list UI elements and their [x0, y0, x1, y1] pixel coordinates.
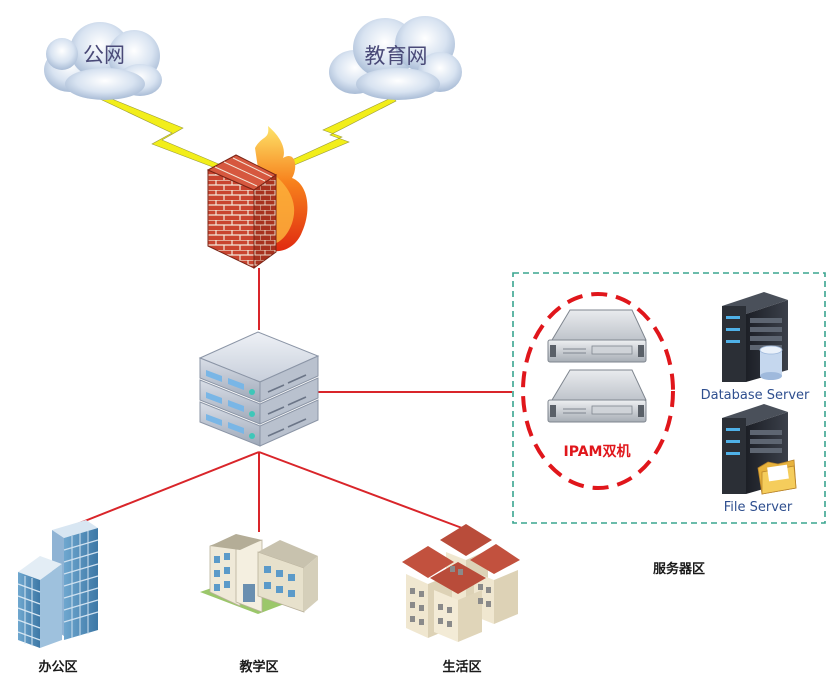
- cloud-public: [44, 22, 162, 100]
- office-area-label: 办公区: [38, 659, 77, 675]
- living-building-icon: [402, 524, 520, 642]
- database-server-label: Database Server: [701, 388, 810, 403]
- cloud-public-label: 公网: [83, 43, 125, 67]
- teaching-area-label: 教学区: [238, 659, 278, 675]
- cloud-education: [329, 16, 462, 100]
- database-server-icon: [722, 292, 788, 382]
- office-building-icon: [17, 520, 99, 648]
- service-zone-label: 服务器区: [653, 561, 705, 577]
- ipam-ring: [521, 292, 675, 490]
- ipam-server-2-icon: [547, 369, 647, 423]
- living-area-label: 生活区: [442, 659, 481, 675]
- ipam-label: IPAM双机: [564, 443, 631, 460]
- firewall-icon: [206, 126, 308, 269]
- file-server-label: File Server: [724, 500, 793, 515]
- cloud-education-label: 教育网: [365, 44, 428, 68]
- teaching-building-icon: [200, 534, 318, 614]
- core-switch-icon: [198, 331, 320, 447]
- lightning-public: [99, 94, 229, 173]
- ipam-server-1-icon: [547, 309, 647, 363]
- connection-lines: [61, 268, 512, 532]
- file-server-icon: [722, 404, 797, 495]
- link-core-living: [258, 451, 463, 529]
- service-zone-box: [512, 272, 826, 524]
- link-core-office: [61, 451, 260, 531]
